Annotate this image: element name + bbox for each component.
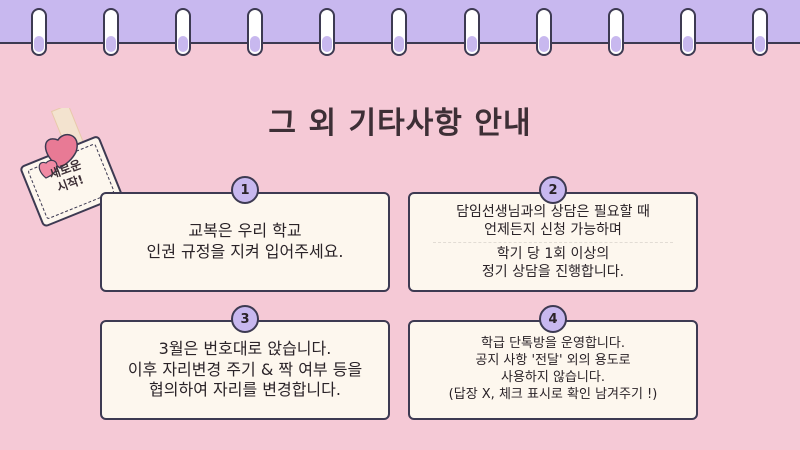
info-card-2: 담임선생님과의 상담은 필요할 때 언제든지 신청 가능하며 학기 당 1회 이… [408, 192, 698, 292]
card-line: 3월은 번호대로 앉습니다. [158, 338, 332, 358]
sticker: 새로운 시작! [20, 104, 130, 248]
number-badge-4: 4 [539, 305, 567, 333]
card-line: 협의하여 자리를 변경합니다. [149, 380, 341, 400]
card-line: 담임선생님과의 상담은 필요할 때 [456, 204, 650, 221]
card-line: 정기 상담을 진행합니다. [481, 263, 625, 280]
card-line: 이후 자리변경 주기 & 짝 여부 등을 [127, 359, 363, 379]
number-badge-3: 3 [231, 305, 259, 333]
binder-ring-icon [536, 8, 552, 56]
card-line: 언제든지 신청 가능하며 [484, 222, 622, 239]
binder-ring-icon [175, 8, 191, 56]
info-card-4-text: 학급 단톡방을 운영합니다. 공지 사항 '전달' 외의 용도로 사용하지 않습… [420, 322, 686, 418]
binder-ring-icon [247, 8, 263, 56]
card-line: 교복은 우리 학교 [188, 221, 302, 241]
binder-ring-icon [319, 8, 335, 56]
card-line: 사용하지 않습니다. [501, 370, 605, 385]
info-card-2-text: 담임선생님과의 상담은 필요할 때 언제든지 신청 가능하며 학기 당 1회 이… [420, 194, 686, 290]
card-line: 인권 규정을 지켜 입어주세요. [146, 242, 344, 261]
binder-ring-icon [608, 8, 624, 56]
info-card-4: 학급 단톡방을 운영합니다. 공지 사항 '전달' 외의 용도로 사용하지 않습… [408, 320, 698, 420]
card-line: 공지 사항 '전달' 외의 용도로 [475, 353, 631, 369]
number-badge-2: 2 [539, 176, 567, 204]
card-line: 학기 당 1회 이상의 [496, 245, 610, 262]
binder-ring-icon [103, 8, 119, 56]
number-badge-1: 1 [231, 176, 259, 204]
binder-ring-icon [391, 8, 407, 56]
page-title: 그 외 기타사항 안내 [268, 106, 532, 141]
binder-ring-icon [464, 8, 480, 56]
card-line: (답장 X, 체크 표시로 확인 남겨주기 !) [448, 386, 658, 402]
ticket-heart-icon [20, 104, 122, 227]
binder-ring-icon [752, 8, 768, 56]
dashed-divider [433, 241, 673, 243]
info-card-1-text: 교복은 우리 학교 인권 규정을 지켜 입어주세요. [112, 194, 378, 290]
card-line: 학급 단톡방을 운영합니다. [481, 336, 625, 352]
info-card-3-text: 3월은 번호대로 앉습니다. 이후 자리변경 주기 & 짝 여부 등을 협의하여… [112, 322, 378, 418]
info-card-1: 교복은 우리 학교 인권 규정을 지켜 입어주세요. [100, 192, 390, 292]
binder-ring-icon [31, 8, 47, 56]
binder-ring-icon [680, 8, 696, 56]
info-card-3: 3월은 번호대로 앉습니다. 이후 자리변경 주기 & 짝 여부 등을 협의하여… [100, 320, 390, 420]
